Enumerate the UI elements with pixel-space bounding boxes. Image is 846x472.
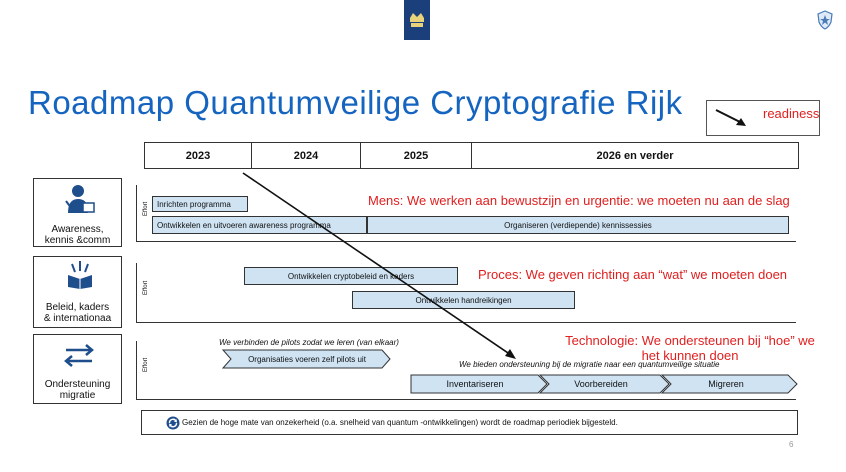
phase-inventariseren: Inventariseren bbox=[446, 379, 504, 389]
tech-time-axis bbox=[136, 399, 796, 400]
footer-text: Gezien de hoge mate van onzekerheid (o.a… bbox=[182, 418, 618, 427]
crown-icon bbox=[410, 13, 424, 27]
phase-voorbereiden: Voorbereiden bbox=[574, 379, 628, 389]
tech-effort-axis bbox=[136, 341, 137, 399]
slide-title: Roadmap Quantumveilige Cryptografie Rijk bbox=[28, 84, 683, 121]
pilots-note: We verbinden de pilots zodat we leren (v… bbox=[219, 338, 399, 347]
proces-effort-axis bbox=[136, 263, 137, 322]
exchange-arrows-icon bbox=[64, 344, 94, 367]
readiness-box bbox=[706, 100, 820, 136]
migration-section-box: Ondersteuning migratie bbox=[33, 334, 122, 404]
migration-label: Ondersteuning migratie bbox=[44, 379, 111, 401]
bar-inrichten-programma: Inrichten programma bbox=[152, 196, 248, 212]
person-laptop-icon bbox=[65, 185, 95, 213]
effort-label-2: Effort bbox=[143, 280, 149, 295]
refresh-icon bbox=[166, 416, 180, 430]
year-2026-onwards: 2026 en verder bbox=[596, 149, 674, 162]
policy-section-box: Beleid, kaders & internationaa bbox=[33, 256, 122, 328]
book-ideas-icon bbox=[68, 261, 92, 289]
year-2024: 2024 bbox=[252, 143, 361, 168]
page-number: 6 bbox=[789, 440, 794, 449]
effort-label-3: Effort bbox=[143, 357, 149, 372]
bar-kennissessies: Organiseren (verdiepende) kennissessies bbox=[367, 216, 789, 234]
phase-migreren: Migreren bbox=[708, 379, 744, 389]
awareness-label: Awareness, kennis &comm bbox=[44, 224, 111, 246]
bar-awareness-programma: Ontwikkelen en uitvoeren awareness progr… bbox=[152, 216, 367, 234]
shield-badge-icon bbox=[816, 10, 834, 30]
year-2025: 2025 bbox=[361, 143, 472, 168]
mens-effort-axis bbox=[136, 185, 137, 241]
mens-statement: Mens: We werken aan bewustzijn en urgent… bbox=[368, 193, 790, 208]
timeline-header: 2023 2024 2025 2026 en verder bbox=[144, 142, 799, 169]
bar-cryptobeleid: Ontwikkelen cryptobeleid en kaders bbox=[244, 267, 458, 285]
readiness-label: readiness bbox=[763, 106, 820, 121]
bar-handreikingen: Ontwikkelen handreikingen bbox=[352, 291, 575, 309]
mens-time-axis bbox=[136, 241, 796, 242]
bar-pilots: Organisaties voeren zelf pilots uit bbox=[248, 354, 366, 364]
tech-statement: Technologie: We ondersteunen bij “hoe” w… bbox=[565, 333, 815, 363]
migration-note: We bieden ondersteuning bij de migratie … bbox=[459, 360, 720, 369]
awareness-section-box: Awareness, kennis &comm bbox=[33, 178, 122, 247]
readiness-arrow-icon bbox=[715, 109, 746, 126]
coat-of-arms-logo bbox=[404, 0, 430, 40]
footer-note-box: Gezien de hoge mate van onzekerheid (o.a… bbox=[141, 410, 798, 435]
year-2023: 2023 bbox=[145, 143, 252, 168]
proces-time-axis bbox=[136, 322, 796, 323]
migration-phases-shapes bbox=[410, 374, 798, 394]
policy-label: Beleid, kaders & internationaa bbox=[43, 302, 112, 324]
effort-label-1: Effort bbox=[143, 201, 149, 216]
proces-statement: Proces: We geven richting aan “wat” we m… bbox=[478, 267, 788, 282]
